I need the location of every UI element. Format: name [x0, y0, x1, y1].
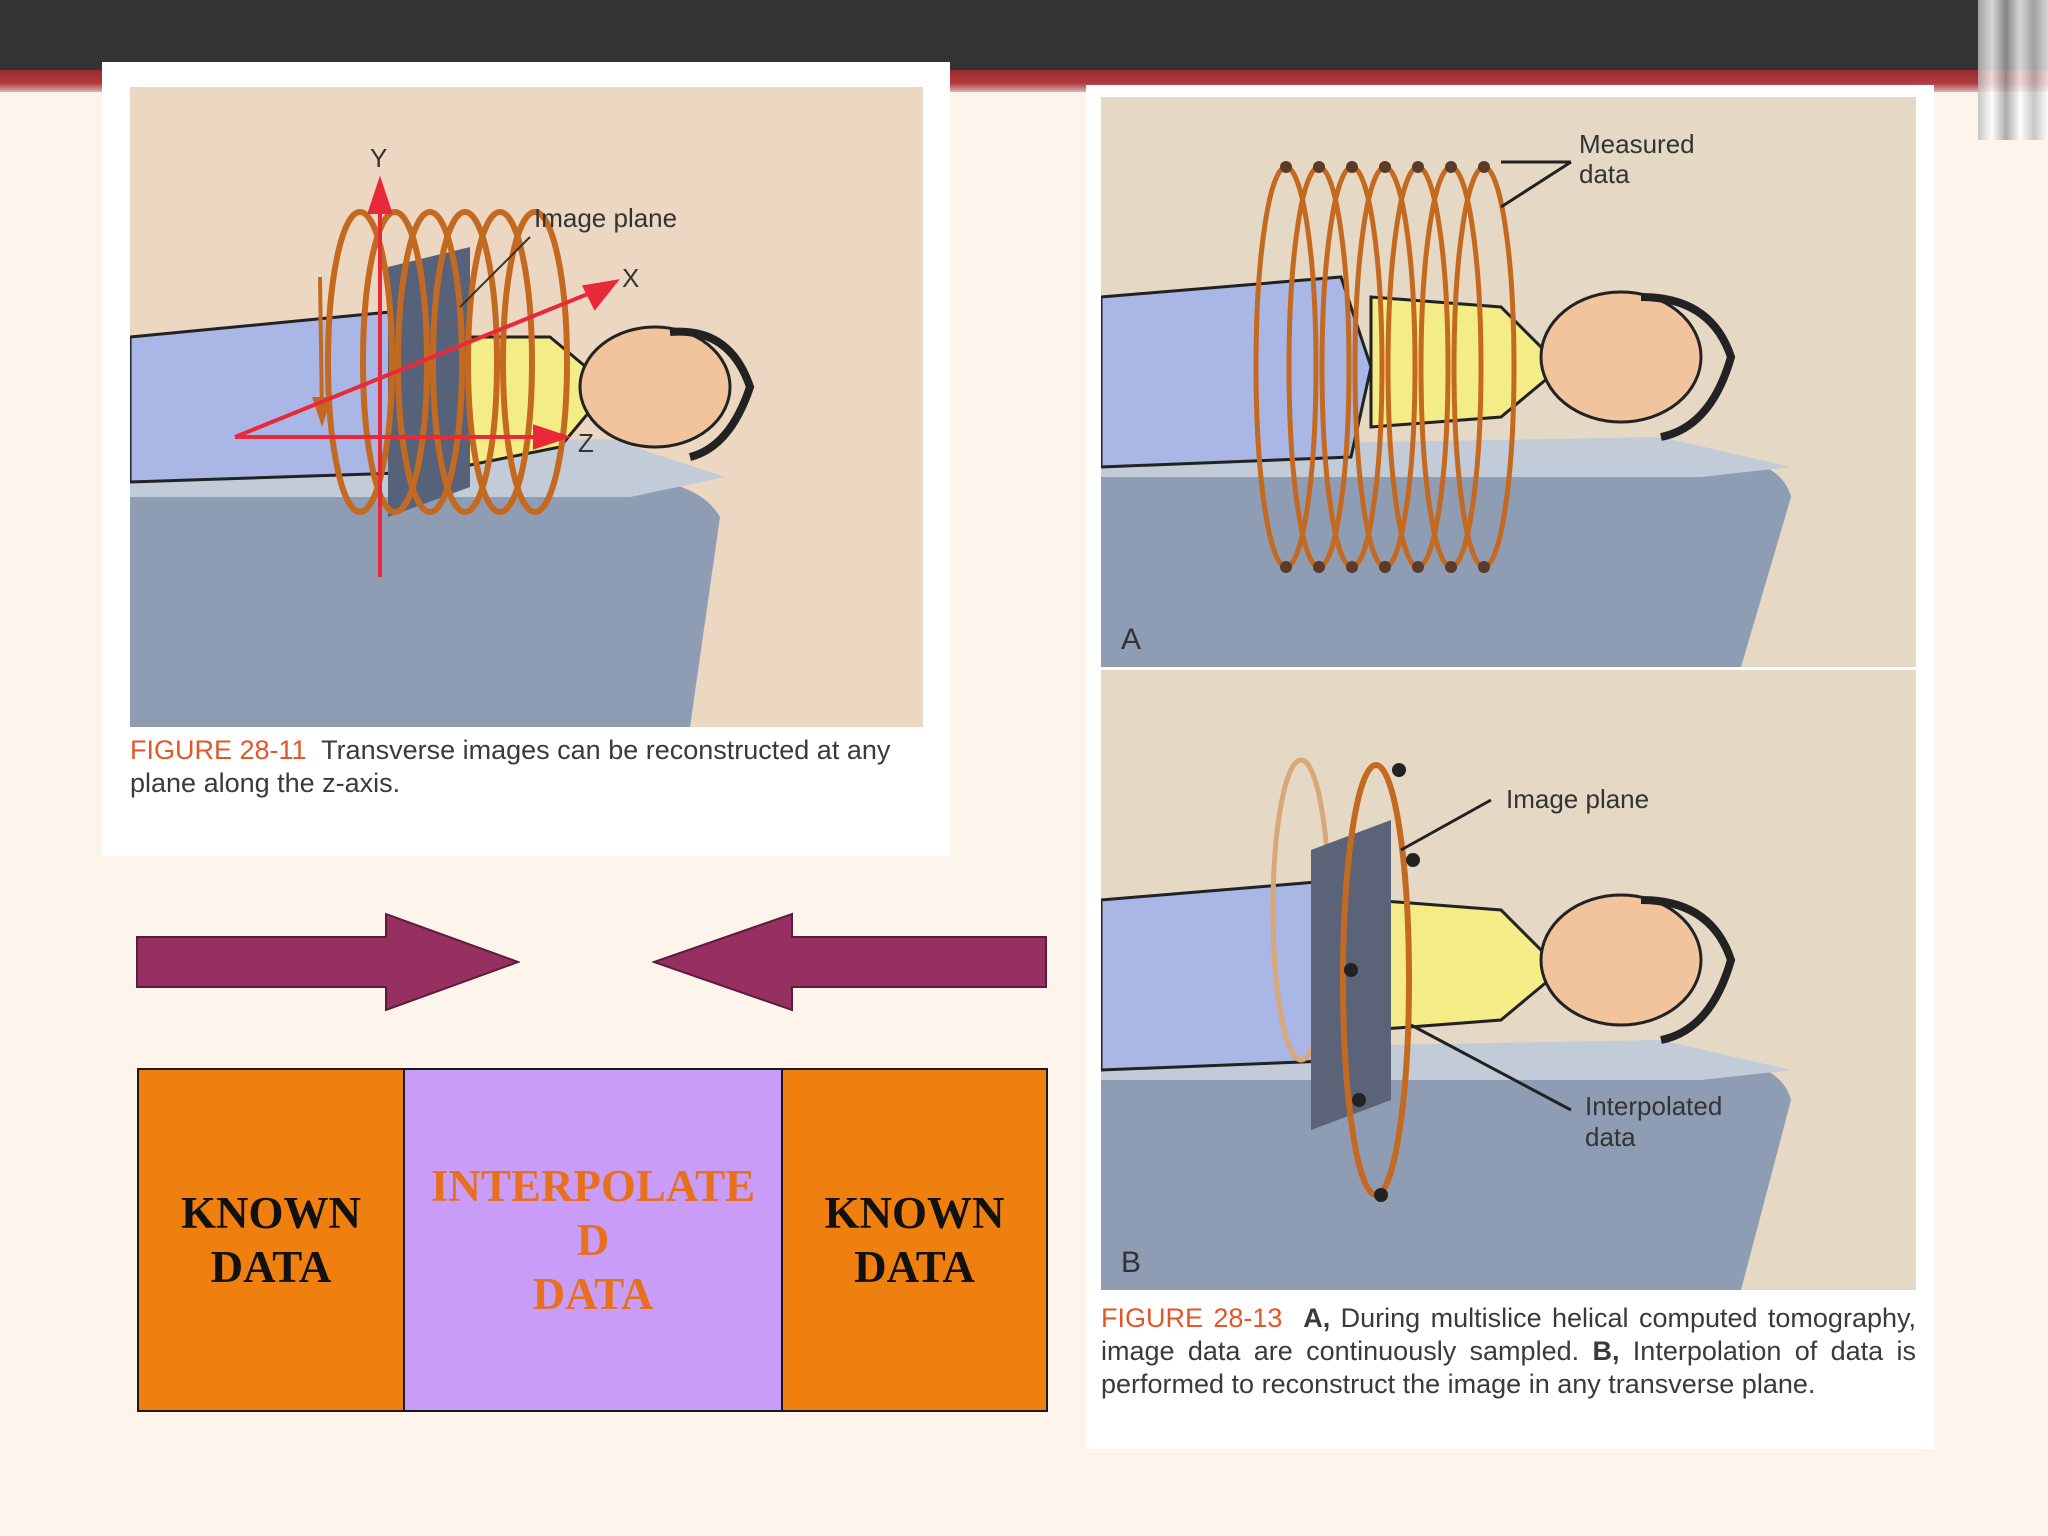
panel-a-letter: A: [1121, 623, 1141, 656]
left-pointing-arrow: [652, 912, 1047, 1012]
caption-text: Transverse images can be reconstructed a…: [130, 735, 891, 798]
measured-data-label-line2: data: [1579, 159, 1630, 189]
x-axis-label: X: [622, 263, 639, 293]
block-label-line: INTERPOLATE: [430, 1161, 756, 1211]
figure-28-13-panel-b: Image plane Interpolated data B: [1101, 670, 1916, 1290]
caption-text-b: Interpolation of data is performed to re…: [1101, 1336, 1916, 1399]
figure-28-11-caption: FIGURE 28-11 Transverse images can be re…: [130, 734, 930, 800]
block-label-line: DATA: [532, 1269, 654, 1319]
z-axis-label: Z: [578, 428, 594, 458]
image-plane-label: Image plane: [534, 203, 677, 233]
caption-part-a: A,: [1303, 1303, 1331, 1333]
image-plane-label-b: Image plane: [1506, 784, 1649, 814]
figure-28-13-panel-a: Measured data A: [1101, 97, 1916, 667]
panel-b-letter: B: [1121, 1246, 1141, 1279]
interpolated-data-label-line2: data: [1585, 1122, 1636, 1152]
block-label-line: D: [576, 1215, 610, 1265]
y-axis-label: Y: [370, 143, 387, 173]
known-data-block-left: KNOWN DATA: [137, 1068, 405, 1412]
measured-data-label-line1: Measured: [1579, 129, 1695, 159]
block-label-line: KNOWN: [181, 1188, 361, 1238]
block-label-line: DATA: [854, 1242, 975, 1292]
top-bar: [0, 0, 2048, 70]
interpolated-data-block: INTERPOLATE D DATA: [403, 1068, 783, 1412]
caption-figure-label: FIGURE 28-11: [130, 735, 307, 765]
figure-28-11-card: Y X Z Image plane FIGURE 28-11 Transvers…: [102, 62, 950, 856]
caption-figure-label: FIGURE 28-13: [1101, 1303, 1283, 1333]
block-label-line: KNOWN: [824, 1188, 1005, 1238]
interpolated-data-label-line1: Interpolated: [1585, 1091, 1722, 1121]
corner-decoration: [1978, 0, 2048, 140]
figure-28-13-caption: FIGURE 28-13 A, During multislice helica…: [1101, 1302, 1916, 1401]
right-pointing-arrow: [136, 912, 520, 1012]
caption-text-a: During multislice helical computed tomog…: [1101, 1303, 1916, 1366]
figure-28-13-card: Measured data A Image plane Interpolated…: [1086, 85, 1934, 1449]
figure-28-11-illustration: Y X Z Image plane: [130, 87, 923, 727]
caption-part-b: B,: [1592, 1336, 1620, 1366]
known-data-block-right: KNOWN DATA: [781, 1068, 1048, 1412]
block-label-line: DATA: [210, 1242, 332, 1292]
